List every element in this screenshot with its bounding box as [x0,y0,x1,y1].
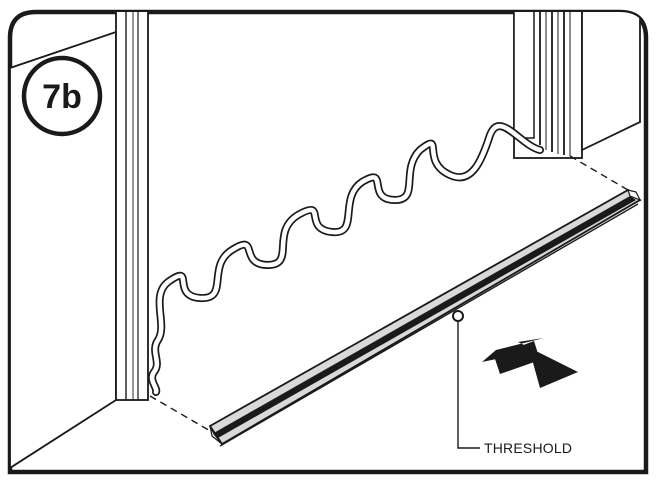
threshold-label: THRESHOLD [484,440,572,456]
threshold-callout: THRESHOLD [452,310,572,456]
callout-leader-line [457,321,480,449]
left-door-jamb [115,12,149,401]
arrow-icon-body [494,341,540,374]
right-door-edge [513,12,583,159]
arrow-icon [482,338,578,388]
threshold-strip [208,188,642,447]
step-badge-label: 7b [42,78,82,116]
cable [148,122,544,396]
right-wall-block [581,12,641,152]
callout-anchor-dot [452,310,464,322]
step-badge: 7b [21,55,103,137]
